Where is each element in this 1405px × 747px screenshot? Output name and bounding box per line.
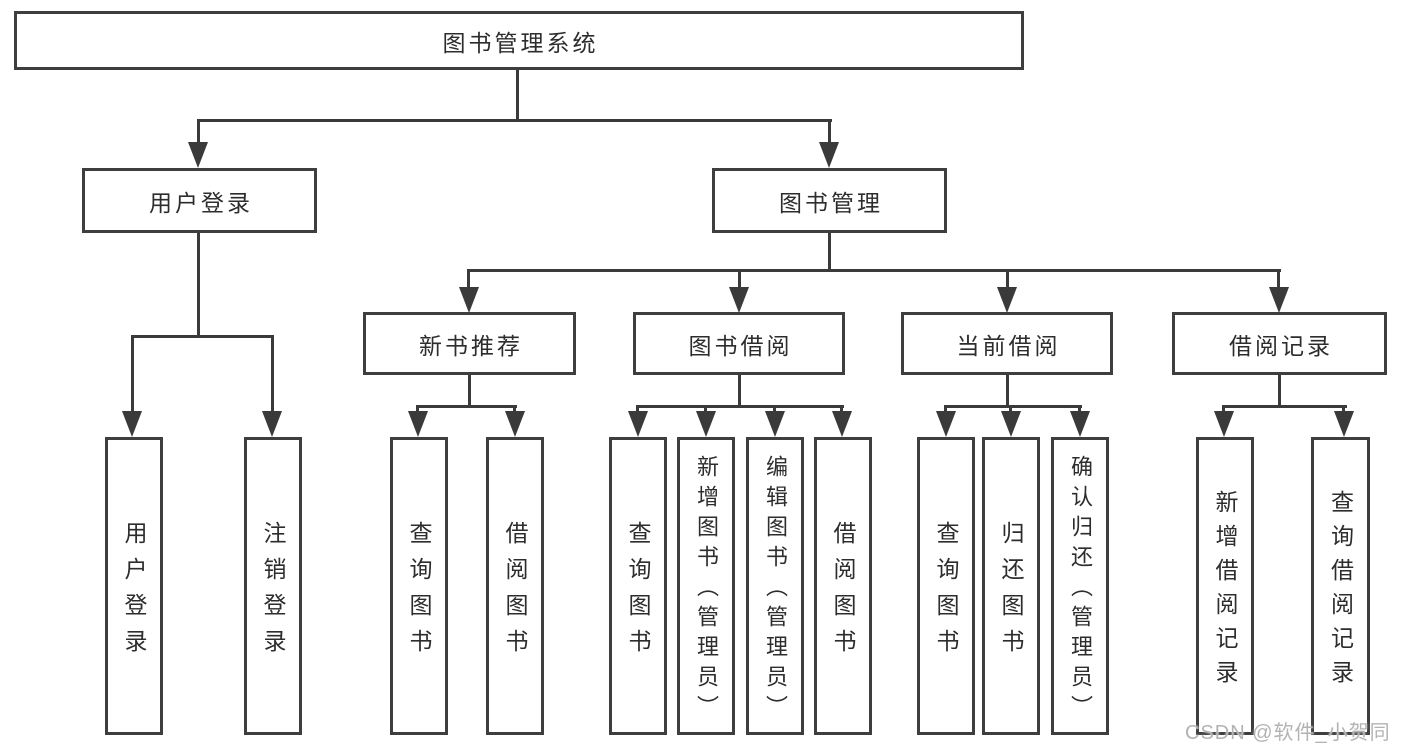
arrowhead-down-icon — [188, 142, 208, 168]
leaf-query-books-borrow: 查询图书 — [609, 437, 667, 735]
leaf-edit-book-admin: 编辑图书（管理员） — [746, 437, 804, 735]
arrowhead-down-icon — [408, 411, 428, 437]
arrowhead-down-icon — [832, 411, 852, 437]
node-book-borrow: 图书借阅 — [633, 312, 845, 375]
arrowhead-down-icon — [1214, 411, 1234, 437]
connector-bookmgmt-hline — [467, 269, 1281, 272]
leaf-confirm-return-admin: 确认归还（管理员） — [1051, 437, 1109, 735]
arrowhead-down-icon — [1334, 411, 1354, 437]
node-borrow-records: 借阅记录 — [1172, 312, 1387, 375]
connector-root-vline — [516, 70, 519, 121]
leaf-query-borrow-record: 查询借阅记录 — [1311, 437, 1370, 735]
arrowhead-down-icon — [696, 411, 716, 437]
node-user-login: 用户登录 — [82, 168, 317, 233]
connector-root-stem-left — [197, 122, 200, 144]
arrowhead-down-icon — [1269, 287, 1289, 313]
connector-records-vline — [1278, 375, 1281, 408]
arrowhead-down-icon — [262, 411, 282, 437]
connector-bookborrow-vline — [738, 375, 741, 408]
connector-root-stem-right — [828, 122, 831, 144]
connector-bookmgmt-stem-3 — [1006, 272, 1009, 289]
arrowhead-down-icon — [936, 411, 956, 437]
arrowhead-down-icon — [765, 411, 785, 437]
connector-userlogin-hline — [131, 335, 274, 338]
connector-userlogin-stem-right — [271, 338, 274, 413]
connector-userlogin-vline — [197, 233, 200, 335]
arrowhead-down-icon — [459, 287, 479, 313]
leaf-query-books-current: 查询图书 — [917, 437, 975, 735]
connector-currentborrow-hline — [944, 405, 1082, 408]
connector-bookmgmt-stem-1 — [467, 272, 470, 289]
connector-currentborrow-vline — [1006, 375, 1009, 408]
csdn-watermark: CSDN @软件_小贺同学 — [1185, 722, 1391, 744]
leaf-add-borrow-record: 新增借阅记录 — [1196, 437, 1254, 735]
arrowhead-down-icon — [997, 287, 1017, 313]
connector-bookmgmt-stem-2 — [738, 272, 741, 289]
arrowhead-down-icon — [505, 411, 525, 437]
arrowhead-down-icon — [819, 142, 839, 168]
arrowhead-down-icon — [122, 411, 142, 437]
arrowhead-down-icon — [1001, 411, 1021, 437]
arrowhead-down-icon — [628, 411, 648, 437]
leaf-user-login: 用户登录 — [105, 437, 163, 735]
connector-userlogin-stem-left — [131, 338, 134, 413]
node-book-management: 图书管理 — [712, 168, 947, 233]
arrowhead-down-icon — [729, 287, 749, 313]
connector-records-hline — [1222, 405, 1347, 408]
leaf-borrow-books: 借阅图书 — [814, 437, 872, 735]
leaf-borrow-books-recommend: 借阅图书 — [486, 437, 544, 735]
connector-newbook-hline — [416, 405, 517, 408]
node-library-management-system: 图书管理系统 — [14, 11, 1024, 70]
leaf-add-book-admin: 新增图书（管理员） — [677, 437, 735, 735]
connector-bookmgmt-stem-4 — [1277, 272, 1280, 289]
connector-root-hline — [197, 119, 832, 122]
connector-newbook-vline — [468, 375, 471, 408]
node-current-borrow: 当前借阅 — [901, 312, 1113, 375]
leaf-return-book: 归还图书 — [982, 437, 1040, 735]
node-new-book-recommend: 新书推荐 — [363, 312, 576, 375]
leaf-logout: 注销登录 — [244, 437, 302, 735]
leaf-query-books-recommend: 查询图书 — [390, 437, 448, 735]
connector-bookborrow-hline — [636, 405, 844, 408]
connector-bookmgmt-vline — [828, 233, 831, 272]
arrowhead-down-icon — [1070, 411, 1090, 437]
